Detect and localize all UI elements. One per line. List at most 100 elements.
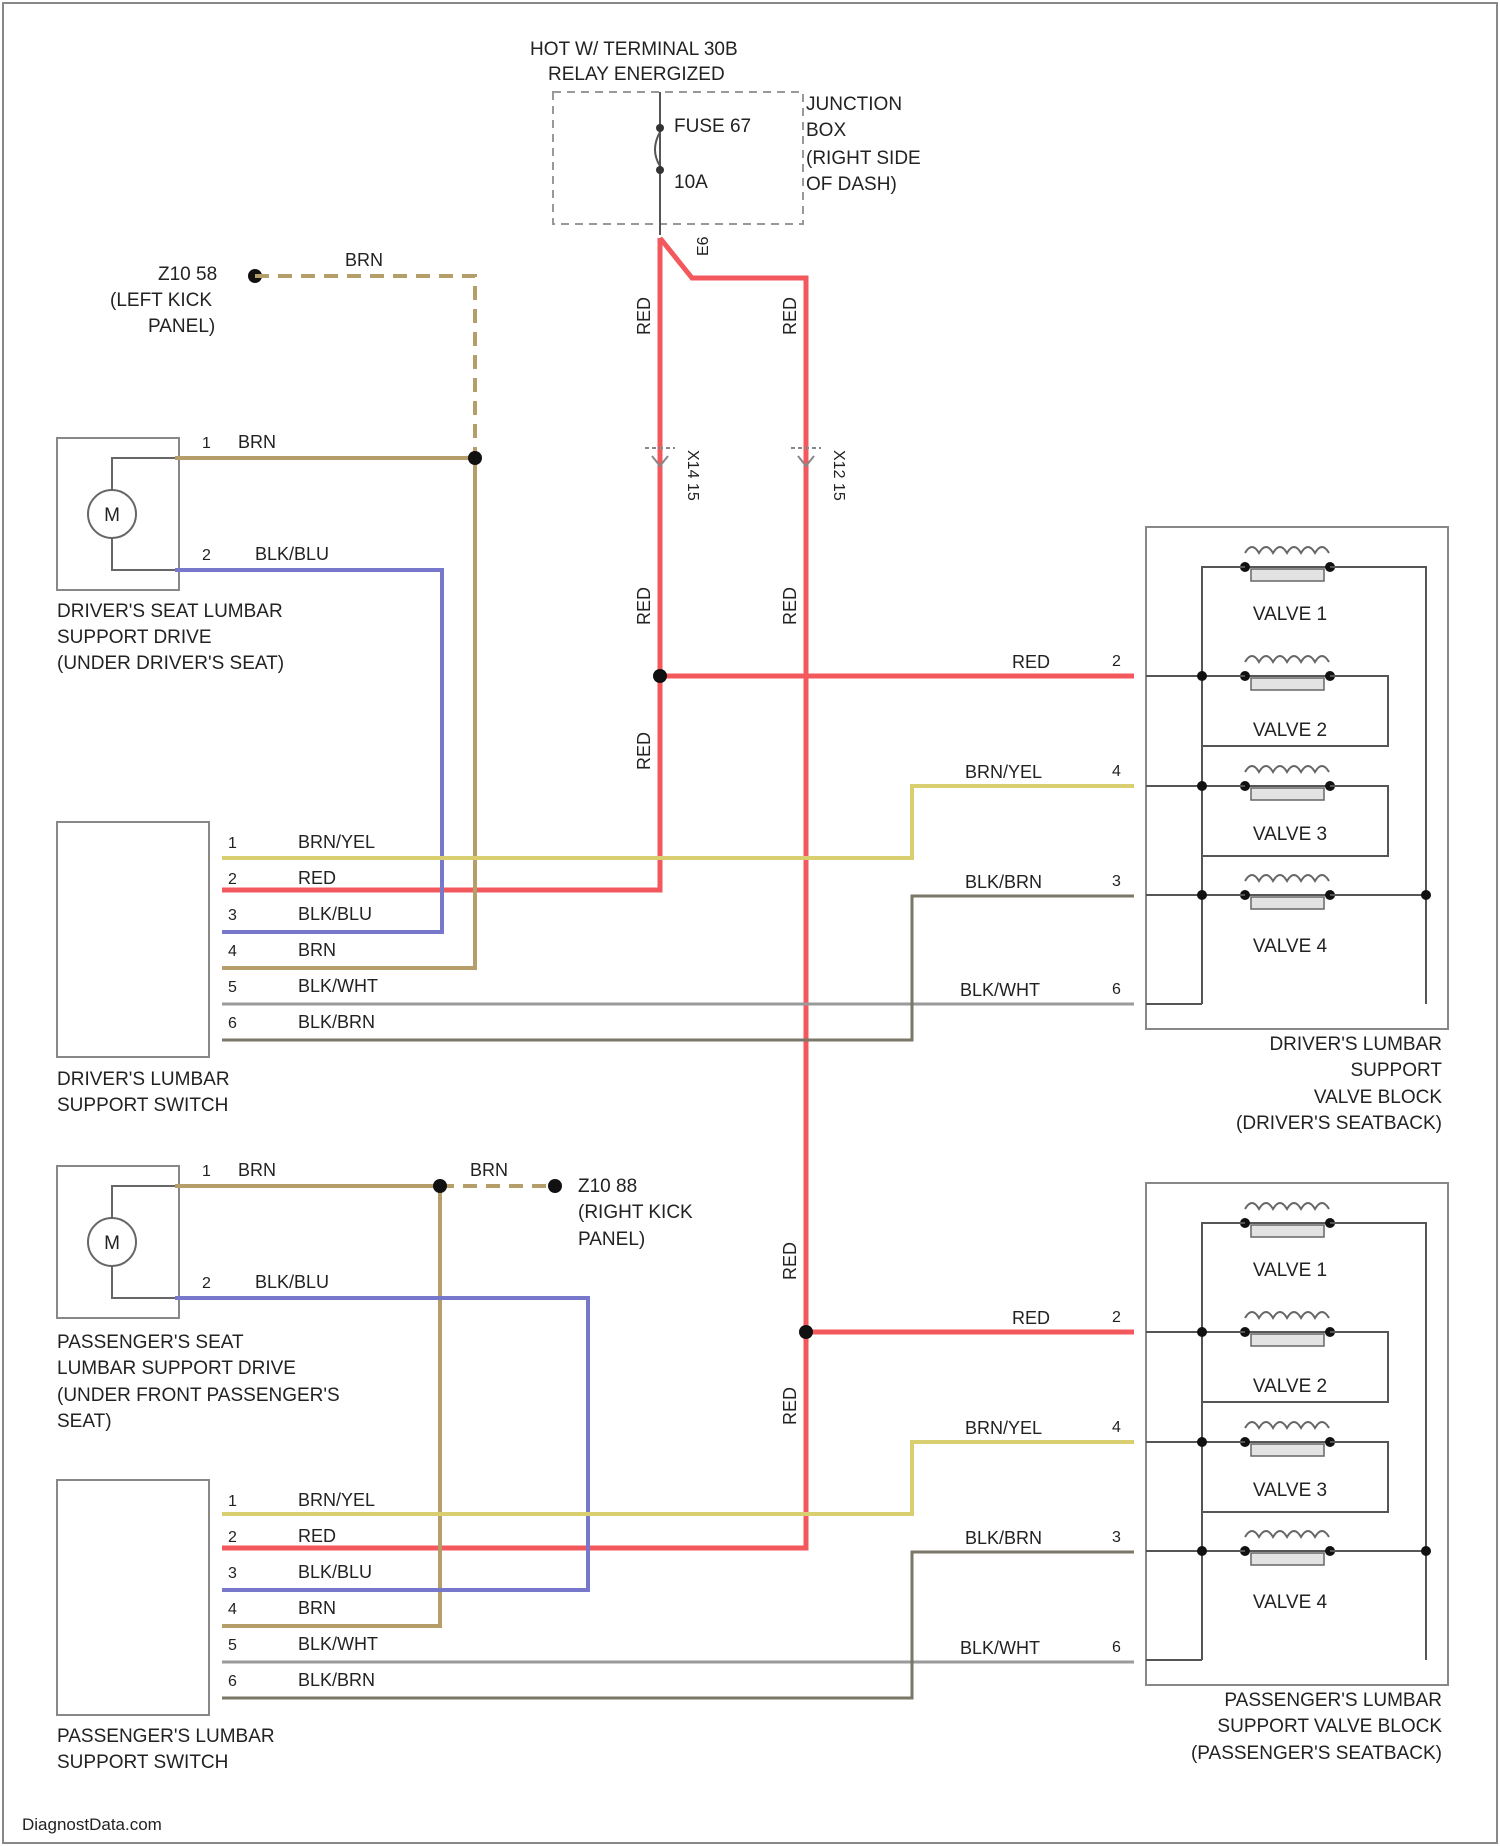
splice-passenger-red [799,1325,813,1339]
driver-valve-block-label-2: SUPPORT [1350,1060,1442,1081]
brn-label-ground-right: BRN [470,1160,508,1180]
brn-label-driver-drive: BRN [238,432,276,452]
sw-d-blkwht-label: BLK/WHT [298,976,378,996]
driver-valve-4-label: VALVE 4 [1253,936,1328,957]
vb-d-blkbrn-label: BLK/BRN [965,872,1042,892]
junction-box-label-1: JUNCTION [806,94,902,115]
passenger-valve-block: 2 4 3 6 VALVE 1 VALVE 2 VALVE 3 VALVE 4 … [1112,1183,1448,1764]
red-label-1: RED [634,297,654,335]
vb-p-pin-6: 6 [1112,1639,1121,1656]
driver-switch-pin-5: 5 [228,979,237,996]
junction-pin-label: E6 [695,236,712,256]
red-label-5: RED [634,732,654,770]
red-label-3: RED [634,587,654,625]
pass-drive-pin-1: 1 [202,1163,211,1180]
sw-p-blkblu-label: BLK/BLU [298,1562,372,1582]
pass-valve-4-label: VALVE 4 [1253,1592,1328,1613]
fuse-name: FUSE 67 [674,116,751,137]
pass-valve-1-label: VALVE 1 [1253,1260,1327,1281]
blkblu-label-driver-drive: BLK/BLU [255,544,329,564]
pass-valve-block-label-3: (PASSENGER'S SEATBACK) [1191,1743,1442,1764]
driver-switch-box [57,822,209,1057]
driver-drive-pin-2: 2 [202,547,211,564]
vb-d-blkwht-label: BLK/WHT [960,980,1040,1000]
footer-watermark: DiagnostData.com [22,1815,162,1834]
sw-p-blkbrn-label: BLK/BRN [298,1670,375,1690]
sw-d-blkbrn-label: BLK/BRN [298,1012,375,1032]
sw-d-brnyel-label: BRN/YEL [298,832,375,852]
vb-d-pin-2: 2 [1112,653,1121,670]
red-label-6: RED [780,1242,800,1280]
pass-drive-label-2: LUMBAR SUPPORT DRIVE [57,1358,296,1379]
junction-box-label-3: (RIGHT SIDE [806,148,921,169]
pass-switch-label-2: SUPPORT SWITCH [57,1752,228,1773]
connector-left-label: X14 15 [684,450,701,501]
pass-switch-pin-2: 2 [228,1529,237,1546]
driver-lumbar-switch: DRIVER'S LUMBAR SUPPORT SWITCH 1 2 3 4 5… [57,822,237,1116]
red-label-7: RED [780,1387,800,1425]
vb-p-blkwht-label: BLK/WHT [960,1638,1040,1658]
junction-box-label-4: OF DASH) [806,174,897,195]
connector-right-label: X12 15 [830,450,847,501]
fuse-rating: 10A [674,172,708,193]
driver-valve-2-label: VALVE 2 [1253,720,1327,741]
pass-valve-2-label: VALVE 2 [1253,1376,1327,1397]
driver-switch-pin-4: 4 [228,943,237,960]
passenger-ground: BRN Z10 88 (RIGHT KICK PANEL) [440,1160,693,1250]
ground-right-point [548,1179,562,1193]
connector-left: X14 15 [645,448,701,501]
pass-switch-pin-5: 5 [228,1637,237,1654]
wire-brn-ground-left [255,276,475,458]
pass-drive-label-4: SEAT) [57,1411,112,1432]
driver-valve-block: 2 4 3 6 VALVE 1 VALVE 2 VALVE 3 VALVE 4 … [1112,527,1448,1134]
splice-passenger-brn [433,1179,447,1193]
connector-right: X12 15 [791,448,847,501]
wire-red-passenger [222,238,806,1548]
passenger-switch-wires: BRN/YEL RED BLK/BLU BRN BLK/WHT BLK/BRN … [222,1418,1134,1698]
sw-p-blkwht-label: BLK/WHT [298,1634,378,1654]
ground-right-desc-2: PANEL) [578,1229,645,1250]
pass-drive-pin-2: 2 [202,1275,211,1292]
driver-valve-3-label: VALVE 3 [1253,824,1327,845]
red-label-driver-valve: RED [1012,652,1050,672]
pass-switch-pin-3: 3 [228,1565,237,1582]
pass-valve-block-label-1: PASSENGER'S LUMBAR [1224,1690,1442,1711]
pass-switch-label-1: PASSENGER'S LUMBAR [57,1726,275,1747]
vb-d-brnyel-label: BRN/YEL [965,762,1042,782]
pass-drive-label-3: (UNDER FRONT PASSENGER'S [57,1385,340,1406]
pass-valve-block-label-2: SUPPORT VALVE BLOCK [1217,1716,1442,1737]
ground-right-desc-1: (RIGHT KICK [578,1202,693,1223]
blkblu-label-pass-drive: BLK/BLU [255,1272,329,1292]
vb-p-blkbrn-label: BLK/BRN [965,1528,1042,1548]
pass-switch-pin-4: 4 [228,1601,237,1618]
vb-d-pin-4: 4 [1112,763,1121,780]
power-label-line2: RELAY ENERGIZED [548,64,725,85]
power-source: HOT W/ TERMINAL 30B RELAY ENERGIZED FUSE… [530,39,921,256]
driver-valve-block-label-3: VALVE BLOCK [1314,1087,1442,1108]
driver-switch-pin-2: 2 [228,871,237,888]
red-label-4: RED [780,587,800,625]
ground-left-desc-1: (LEFT KICK [110,290,212,311]
sw-p-brn-label: BRN [298,1598,336,1618]
red-label-pass-valve: RED [1012,1308,1050,1328]
vb-p-pin-2: 2 [1112,1309,1121,1326]
brn-label-pass-drive: BRN [238,1160,276,1180]
red-label-2: RED [780,297,800,335]
power-label-line1: HOT W/ TERMINAL 30B [530,39,738,60]
ground-right-id: Z10 88 [578,1176,637,1197]
driver-switch-label-2: SUPPORT SWITCH [57,1095,228,1116]
red-feed-wires: X14 15 X12 15 RED RED RED RED RED RED RE… [222,238,1134,1548]
driver-switch-wires: BRN/YEL RED BLK/BLU BRN BLK/WHT BLK/BRN … [222,762,1134,1040]
splice-driver-red [653,669,667,683]
vb-d-pin-3: 3 [1112,873,1121,890]
vb-p-brnyel-label: BRN/YEL [965,1418,1042,1438]
sw-p-brnyel-label: BRN/YEL [298,1490,375,1510]
brn-label-ground-left: BRN [345,250,383,270]
motor-symbol-passenger: M [104,1233,120,1254]
driver-drive-label-1: DRIVER'S SEAT LUMBAR [57,601,283,622]
driver-switch-pin-3: 3 [228,907,237,924]
driver-valve-block-label-1: DRIVER'S LUMBAR [1269,1034,1442,1055]
vb-d-pin-6: 6 [1112,981,1121,998]
pass-valve-3-label: VALVE 3 [1253,1480,1327,1501]
pass-switch-pin-1: 1 [228,1493,237,1510]
